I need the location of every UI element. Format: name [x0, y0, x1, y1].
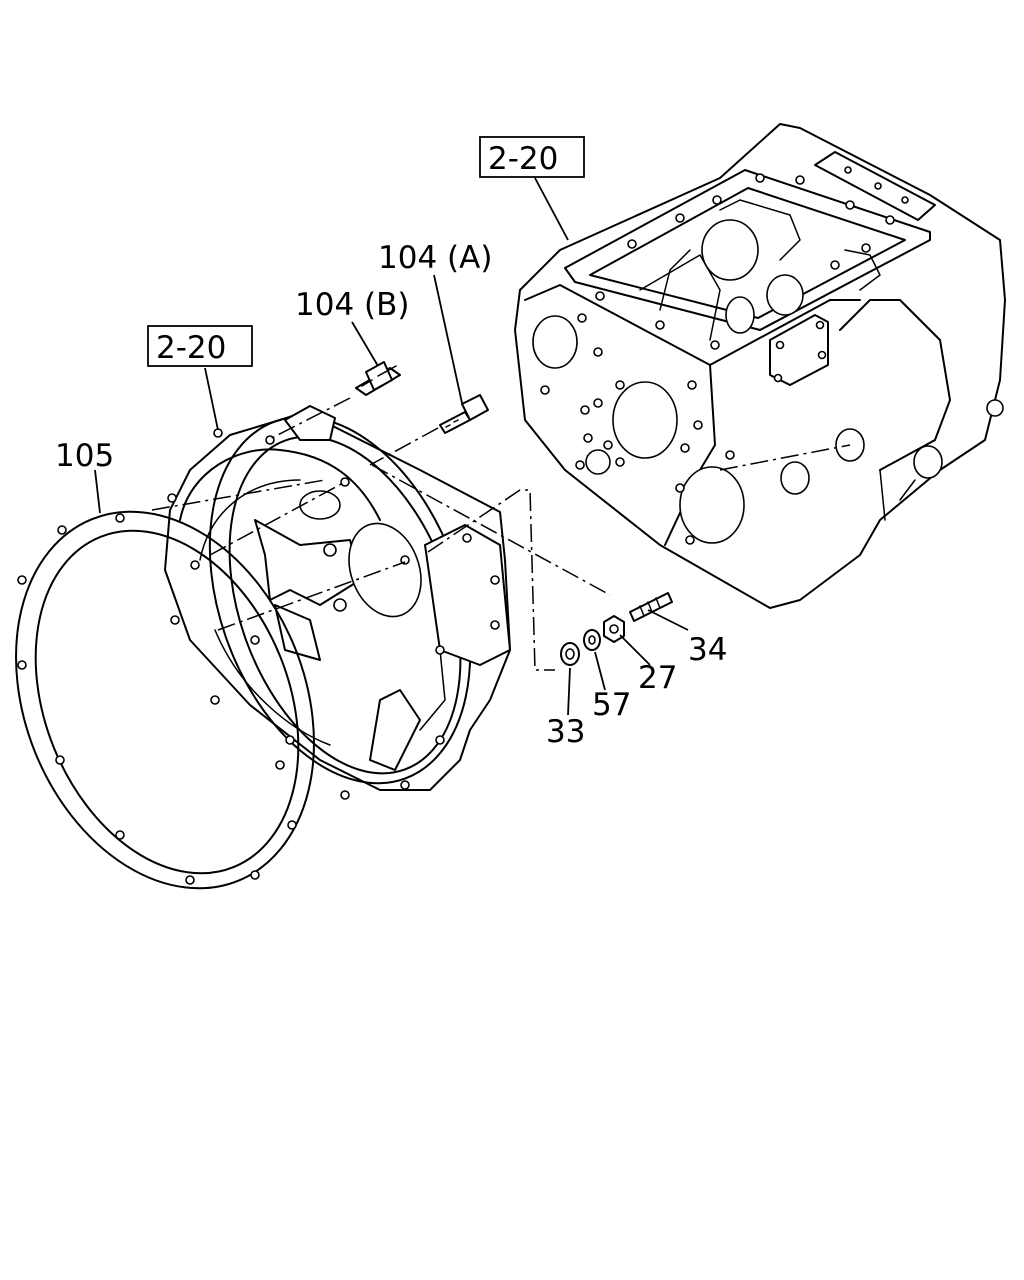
- ref-box-lower-label: 2-20: [156, 330, 226, 366]
- callout-105: 105: [55, 438, 114, 474]
- stud-104b: [355, 361, 401, 396]
- callout-57: 57: [592, 687, 631, 723]
- callout-34: 34: [688, 632, 727, 668]
- callout-104b: 104 (B): [295, 287, 409, 323]
- transmission-case: [514, 123, 1006, 609]
- bolt-104a: [439, 394, 489, 434]
- ref-box-upper: 2-20: [479, 136, 585, 178]
- callout-33: 33: [546, 714, 585, 750]
- nut-27: [603, 615, 625, 643]
- assembly-lines: [151, 397, 851, 671]
- clutch-housing: [164, 405, 511, 800]
- gasket: [15, 510, 315, 890]
- washer-57: [583, 629, 601, 651]
- ref-box-lower: 2-20: [147, 325, 253, 367]
- callout-104a: 104 (A): [378, 240, 492, 276]
- washer-33: [560, 642, 580, 666]
- callout-27: 27: [638, 660, 677, 696]
- stud-34: [629, 592, 673, 622]
- leader-lines: [94, 177, 689, 716]
- ref-box-upper-label: 2-20: [488, 141, 558, 177]
